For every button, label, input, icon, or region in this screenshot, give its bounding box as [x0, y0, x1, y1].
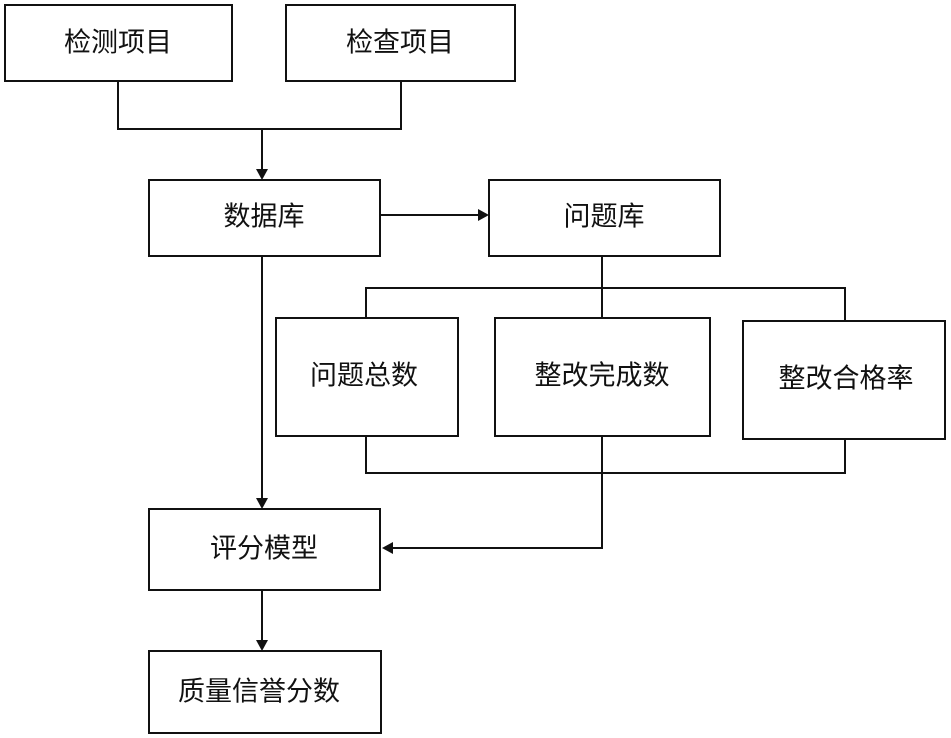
node-scoring-model: 评分模型 — [148, 508, 381, 591]
node-rectification-pass-rate-label: 整改合格率 — [779, 364, 914, 395]
edge-metrics-to-scoring-model — [392, 436, 603, 549]
node-scoring-model-label: 评分模型 — [210, 534, 318, 565]
node-rectification-completed: 整改完成数 — [494, 317, 711, 437]
node-database-label: 数据库 — [224, 202, 305, 233]
node-test-items-label: 检测项目 — [64, 28, 172, 59]
node-rectification-completed-label: 整改完成数 — [535, 361, 670, 392]
edge-test-inspection-merge — [117, 81, 402, 130]
node-inspection-items: 检查项目 — [285, 4, 516, 82]
arrowhead-database — [256, 169, 268, 180]
node-inspection-items-label: 检查项目 — [346, 28, 454, 59]
node-test-items: 检测项目 — [4, 4, 233, 82]
arrowhead-scoring-model-top — [256, 498, 268, 509]
node-issue-library: 问题库 — [488, 179, 721, 257]
arrowhead-issue-library — [478, 209, 489, 221]
edge-metrics-top-bus — [365, 287, 846, 321]
arrowhead-quality-score — [256, 640, 268, 651]
node-issue-library-label: 问题库 — [564, 202, 645, 233]
node-quality-credit-score: 质量信誉分数 — [148, 650, 382, 734]
node-total-issues-label: 问题总数 — [310, 361, 418, 392]
node-total-issues: 问题总数 — [275, 317, 459, 437]
connectors — [117, 81, 846, 651]
arrowhead-scoring-model-side — [382, 542, 393, 554]
node-rectification-pass-rate: 整改合格率 — [742, 320, 946, 440]
edge-metrics-bottom-bus — [365, 436, 846, 474]
node-quality-credit-score-label: 质量信誉分数 — [178, 677, 340, 708]
node-database: 数据库 — [148, 179, 381, 257]
